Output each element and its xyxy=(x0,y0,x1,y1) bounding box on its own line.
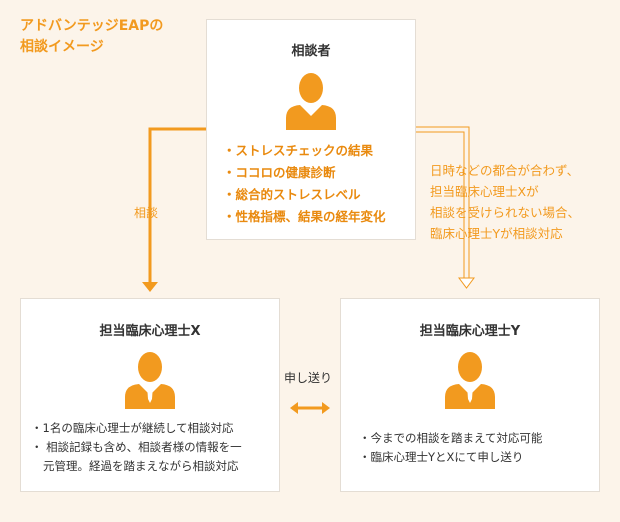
counselor-x-list: 1名の臨床心理士が継続して相談対応 相談記録も含め、相談者様の情報を一 元管理。… xyxy=(31,419,277,476)
list-item-line: 元管理。経過を踏まえながら相談対応 xyxy=(43,459,239,473)
fallback-note: 日時などの都合が合わず、 担当臨床心理士Xが 相談を受けられない場合、 臨床心理… xyxy=(430,160,580,244)
counselor-y-card: 担当臨床心理士Y 今までの相談を踏まえて対応可能 臨床心理士YとXにて申し送り xyxy=(340,298,600,492)
fallback-arrow-inner xyxy=(416,131,465,278)
counselor-icon xyxy=(125,352,175,409)
consultee-card: 相談者 ストレスチェックの結果 ココロの健康診断 総合的ストレスレベル 性格指標… xyxy=(206,19,416,240)
fallback-arrow-head xyxy=(458,277,475,289)
title-line-2: 相談イメージ xyxy=(20,39,104,55)
counselor-x-card: 担当臨床心理士X 1名の臨床心理士が継続して相談対応 相談記録も含め、相談者様の… xyxy=(20,298,280,492)
list-item: 総合的ストレスレベル xyxy=(223,184,386,206)
list-item: 1名の臨床心理士が継続して相談対応 xyxy=(31,419,277,438)
consultee-info-list: ストレスチェックの結果 ココロの健康診断 総合的ストレスレベル 性格指標、結果の… xyxy=(223,140,386,228)
note-line: 臨床心理士Yが相談対応 xyxy=(430,226,563,241)
counselor-y-list: 今までの相談を踏まえて対応可能 臨床心理士YとXにて申し送り xyxy=(359,429,595,467)
list-item: 臨床心理士YとXにて申し送り xyxy=(359,448,595,467)
counselor-x-title: 担当臨床心理士X xyxy=(99,324,201,339)
consult-arrow-label: 相談 xyxy=(134,206,159,220)
note-line: 相談を受けられない場合、 xyxy=(430,205,581,220)
list-item: 今までの相談を踏まえて対応可能 xyxy=(359,429,595,448)
diagram-title: アドバンテッジEAPの 相談イメージ xyxy=(20,16,163,58)
consult-arrow-line xyxy=(148,127,206,284)
handoff-label: 申し送り xyxy=(284,371,333,385)
note-line: 日時などの都合が合わず、 xyxy=(430,163,580,178)
list-item: 性格指標、結果の経年変化 xyxy=(223,206,386,228)
handoff-arrow-head-left xyxy=(290,402,298,414)
fallback-arrow-outer xyxy=(416,126,470,278)
list-item: ストレスチェックの結果 xyxy=(223,140,386,162)
list-item: 相談記録も含め、相談者様の情報を一 元管理。経過を踏まえながら相談対応 xyxy=(31,438,277,476)
title-line-1: アドバンテッジEAPの xyxy=(20,18,164,34)
counselor-icon xyxy=(445,352,495,409)
person-icon xyxy=(286,73,336,130)
list-item-line: 相談記録も含め、相談者様の情報を一 xyxy=(46,440,242,454)
handoff-arrow-head-right xyxy=(322,402,330,414)
consultee-title: 相談者 xyxy=(291,44,331,59)
consult-arrow-head xyxy=(142,282,158,292)
list-item: ココロの健康診断 xyxy=(223,162,386,184)
counselor-y-title: 担当臨床心理士Y xyxy=(419,324,521,339)
note-line: 担当臨床心理士Xが xyxy=(430,184,539,199)
